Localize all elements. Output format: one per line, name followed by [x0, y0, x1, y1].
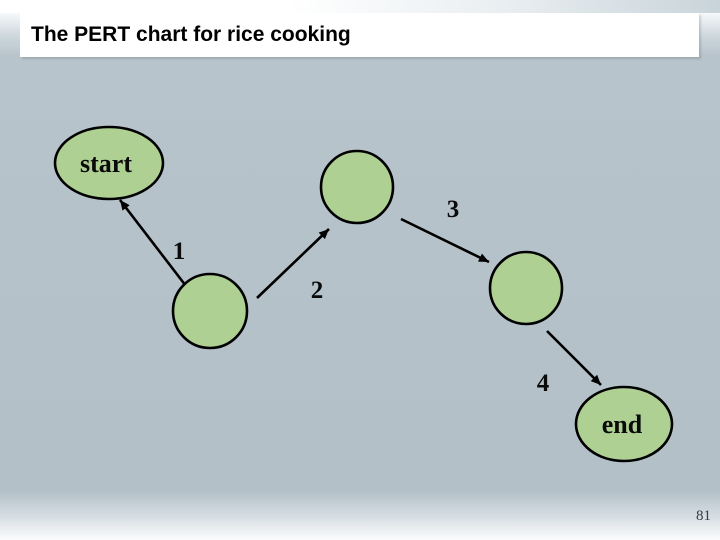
node-end-label: end: [602, 410, 643, 439]
edge-3-label: 3: [447, 196, 460, 223]
node-start-label: start: [80, 149, 132, 178]
node-end: end: [574, 385, 674, 463]
edge-4-label: 4: [537, 370, 550, 397]
edge-2: 2: [256, 228, 330, 304]
node-2: [319, 149, 395, 225]
slide-title: The PERT chart for rice cooking: [31, 23, 351, 46]
edge-3-line: [400, 217, 490, 264]
node-3: [488, 250, 564, 326]
edge-1-line: [118, 199, 188, 287]
node-start: start: [53, 125, 165, 201]
page-number: 81: [696, 508, 711, 524]
edge-4-line: [546, 330, 602, 386]
edge-2-line: [256, 228, 330, 299]
edge-4: 4: [537, 330, 602, 397]
edge-2-label: 2: [311, 277, 324, 304]
node-2-shape: [319, 149, 395, 225]
edge-1-label: 1: [173, 238, 186, 265]
node-1-shape: [171, 272, 249, 350]
edge-1: 1: [118, 199, 188, 287]
node-end-shape: [574, 385, 674, 463]
node-start-shape: [53, 125, 165, 201]
top-decorative-strip: [0, 0, 720, 13]
node-1: [171, 272, 249, 350]
edge-3: 3: [400, 196, 490, 264]
title-bar: The PERT chart for rice cooking: [20, 13, 699, 57]
node-3-shape: [488, 250, 564, 326]
